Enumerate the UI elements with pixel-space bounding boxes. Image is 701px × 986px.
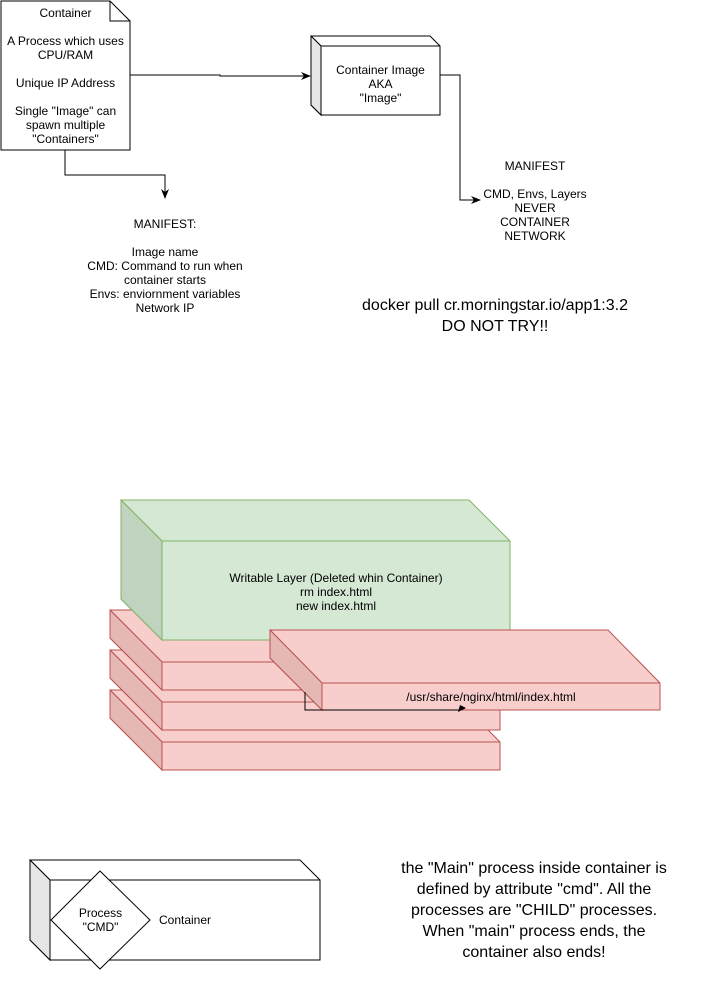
container-image-label: Container Image AKA "Image" [336, 63, 425, 105]
main-process-note: the "Main" process inside container is d… [401, 860, 667, 961]
layer-connector-arrowhead [458, 705, 466, 712]
docker-pull-text: docker pull cr.morningstar.io/app1:3.2 D… [362, 297, 628, 335]
manifest-container-text: MANIFEST: Image name CMD: Command to run… [87, 217, 243, 315]
note-to-manifest-arrow [64, 150, 169, 199]
nginx-layer-text: /usr/share/nginx/html/index.html [406, 690, 576, 704]
process-cmd-diamond[interactable] [50, 870, 151, 970]
note-to-image-arrow [130, 72, 311, 80]
writable-layer-cube[interactable] [120, 498, 511, 642]
container-note-shape[interactable] [0, 0, 131, 151]
writable-layer-text: Writable Layer (Deleted whin Container) … [229, 571, 443, 613]
process-cmd-label: Process "CMD" [78, 906, 123, 934]
container-label: Container [158, 913, 212, 927]
container-image-cube[interactable] [310, 34, 441, 117]
nginx-layer-cube[interactable] [269, 628, 661, 712]
image-to-manifest-arrow [440, 74, 481, 204]
container-note-text: Container A Process which uses CPU/RAM U… [7, 6, 124, 146]
manifest-image-text: MANIFEST CMD, Envs, Layers NEVER CONTAIN… [483, 159, 587, 243]
